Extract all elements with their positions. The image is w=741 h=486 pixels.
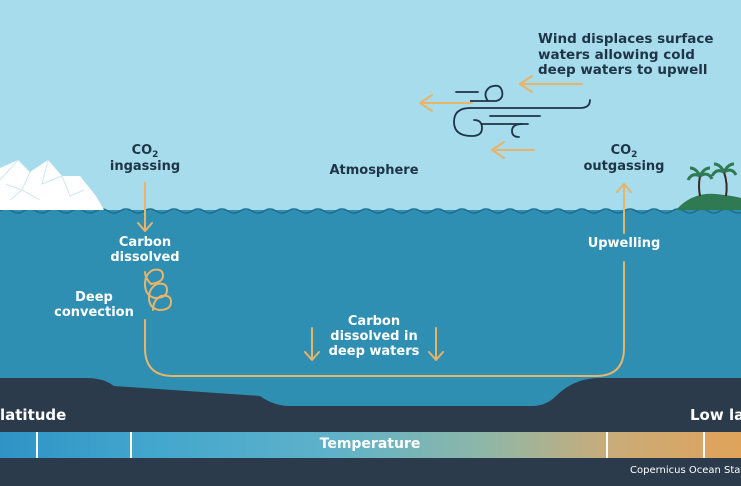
carbon-deep-line: deep waters: [328, 343, 420, 359]
wind-caption-line: deep waters to upwell: [538, 62, 708, 79]
co2-formula: CO2: [100, 143, 190, 160]
ingassing-arrow: [137, 182, 153, 232]
co2-subscript: 2: [631, 150, 638, 160]
carbon-dissolved-line: Carbon: [118, 235, 172, 250]
outgassing-text: outgassing: [583, 159, 665, 175]
upwelling-label: Upwelling: [587, 236, 661, 251]
wind-swirls-icon: [453, 84, 591, 138]
deep-arrow-right: [428, 327, 444, 361]
low-latitude-label: Low lati: [690, 406, 741, 424]
ingassing-text: ingassing: [109, 159, 181, 175]
wind-arrows: [419, 75, 583, 159]
carbon-deep-line: dissolved in: [330, 328, 418, 344]
ocean-surface-waves: [0, 208, 741, 214]
co2-formula: CO2: [578, 143, 670, 160]
wind-caption-line: waters allowing cold: [538, 46, 695, 63]
temp-tick: [606, 432, 608, 458]
seabed: [0, 378, 741, 432]
credit-text: Copernicus Ocean State R: [630, 465, 741, 476]
deep-arrow-left: [304, 327, 320, 361]
outgassing-arrow: [616, 183, 632, 234]
co2-ingassing-label: CO2 ingassing: [100, 143, 190, 175]
deep-convection-line: convection: [54, 304, 134, 320]
co2-text: CO: [610, 143, 632, 158]
atmosphere-label: Atmosphere: [329, 163, 419, 178]
wind-caption: Wind displaces surface waters allowing c…: [538, 31, 714, 79]
bottom-strip: [0, 458, 741, 486]
temperature-label: Temperature: [319, 436, 421, 452]
carbon-deep-line: Carbon: [347, 314, 401, 329]
co2-text: CO: [131, 143, 153, 158]
carbon-dissolved-label: Carbon dissolved: [100, 235, 190, 266]
carbon-deep-label: Carbon dissolved in deep waters: [314, 314, 434, 360]
carbon-dissolved-line: dissolved: [110, 249, 180, 265]
high-latitude-label: latitude: [0, 406, 67, 424]
co2-outgassing-label: CO2 outgassing: [578, 143, 670, 175]
temp-tick: [36, 432, 38, 458]
temp-tick: [703, 432, 705, 458]
temperature-bar: Temperature: [0, 432, 741, 458]
circulation-path: [143, 261, 625, 377]
deep-convection-label: Deep convection: [52, 290, 136, 321]
wind-caption-line: Wind displaces surface: [538, 31, 714, 47]
sky: [0, 0, 741, 212]
temp-tick: [130, 432, 132, 458]
co2-subscript: 2: [152, 150, 159, 160]
deep-convection-line: Deep: [75, 290, 113, 305]
iceberg: [0, 159, 104, 210]
island: [676, 162, 741, 210]
